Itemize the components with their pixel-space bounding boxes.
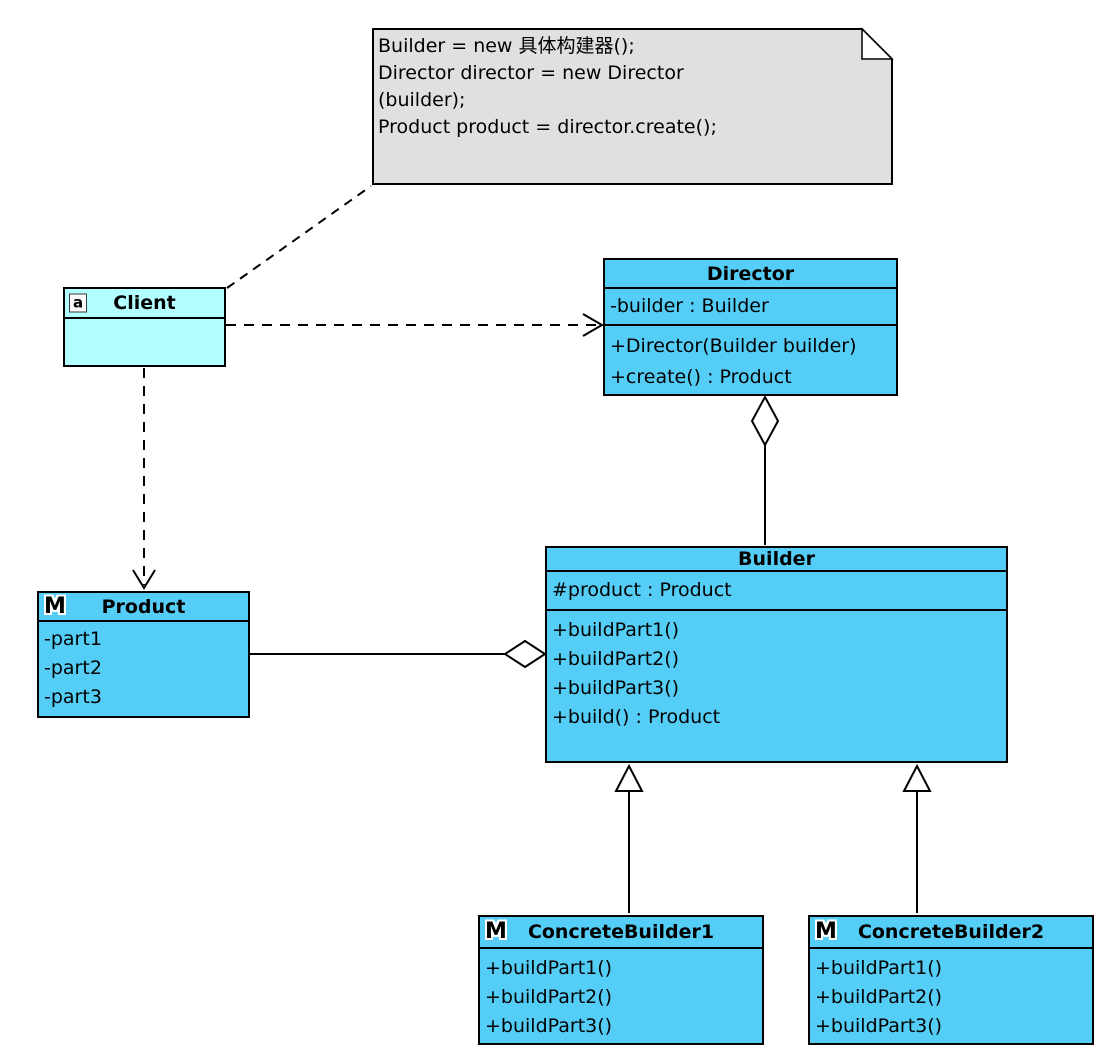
attribute: -part1 (44, 628, 102, 650)
analysis-class-icon: a (69, 293, 87, 313)
generalization-cb2-builder (902, 763, 932, 913)
empty-compartment (65, 319, 224, 365)
operation: +buildPart3() (485, 1015, 613, 1037)
class-builder: Builder #product : Product +buildPart1()… (545, 546, 1008, 763)
class-name: Product (101, 595, 186, 618)
generalization-triangle (902, 763, 932, 792)
operation: +buildPart2() (485, 986, 613, 1008)
class-product: M Product -part1 -part2 -part3 (37, 591, 250, 718)
operation: +buildPart3() (815, 1015, 943, 1037)
model-class-icon: M (485, 919, 507, 944)
attributes-compartment: #product : Product (547, 572, 1006, 611)
model-class-icon: M (44, 593, 66, 619)
note-line: Director director = new Director (378, 62, 684, 84)
operations-compartment: +buildPart1() +buildPart2() +buildPart3(… (810, 949, 1092, 1046)
class-title-bar: M ConcreteBuilder1 (480, 917, 762, 949)
operation: +buildPart1() (552, 619, 680, 641)
note-shape (372, 28, 893, 185)
class-name: Builder (738, 548, 815, 570)
dependency-client-product (132, 368, 156, 590)
operations-compartment: +buildPart1() +buildPart2() +buildPart3(… (480, 949, 762, 1046)
class-title-bar: Director (605, 260, 896, 289)
class-title-bar: M Product (39, 593, 248, 622)
class-name: ConcreteBuilder2 (857, 921, 1045, 943)
note-line: Product product = director.create(); (378, 116, 717, 138)
aggregation-diamond (750, 394, 780, 448)
operation: +build() : Product (552, 706, 721, 728)
note-line: Builder = new 具体构建器(); (378, 35, 635, 57)
attribute: #product : Product (552, 579, 732, 601)
attribute: -part2 (44, 657, 102, 679)
class-name: Client (113, 292, 176, 314)
note-fold-corner (861, 27, 894, 60)
attributes-compartment: -builder : Builder (605, 289, 896, 326)
operation: +buildPart1() (815, 957, 943, 979)
open-arrowhead (582, 313, 604, 337)
note-line: (builder); (378, 89, 466, 111)
attribute: -builder : Builder (610, 295, 769, 317)
operation: +buildPart2() (552, 648, 680, 670)
operations-compartment: +buildPart1() +buildPart2() +buildPart3(… (547, 611, 1006, 761)
operation: +buildPart3() (552, 677, 680, 699)
dependency-client-director (226, 313, 604, 337)
class-director: Director -builder : Builder +Director(Bu… (603, 258, 898, 396)
code-note: Builder = new 具体构建器(); Director director… (378, 33, 864, 141)
note-anchor-line (226, 185, 372, 289)
class-client: a Client (63, 287, 226, 367)
class-name: Director (706, 262, 795, 285)
operation: +Director(Builder builder) (610, 335, 857, 357)
class-title-bar: a Client (65, 289, 224, 319)
operation: +create() : Product (610, 366, 792, 388)
class-title-bar: Builder (547, 548, 1006, 572)
aggregation-product-builder (250, 639, 547, 669)
class-title-bar: M ConcreteBuilder2 (810, 917, 1092, 949)
operation: +buildPart1() (485, 957, 613, 979)
attribute: -part3 (44, 686, 102, 708)
aggregation-director-builder (750, 394, 780, 545)
operation: +buildPart2() (815, 986, 943, 1008)
generalization-cb1-builder (614, 763, 644, 913)
aggregation-diamond (503, 639, 547, 669)
class-concrete-builder-1: M ConcreteBuilder1 +buildPart1() +buildP… (478, 915, 764, 1045)
attributes-compartment: -part1 -part2 -part3 (39, 622, 248, 716)
operations-compartment: +Director(Builder builder) +create() : P… (605, 326, 896, 398)
class-concrete-builder-2: M ConcreteBuilder2 +buildPart1() +buildP… (808, 915, 1094, 1045)
open-arrowhead (132, 569, 156, 590)
model-class-icon: M (815, 919, 837, 944)
generalization-triangle (614, 763, 644, 792)
class-name: ConcreteBuilder1 (527, 921, 715, 943)
